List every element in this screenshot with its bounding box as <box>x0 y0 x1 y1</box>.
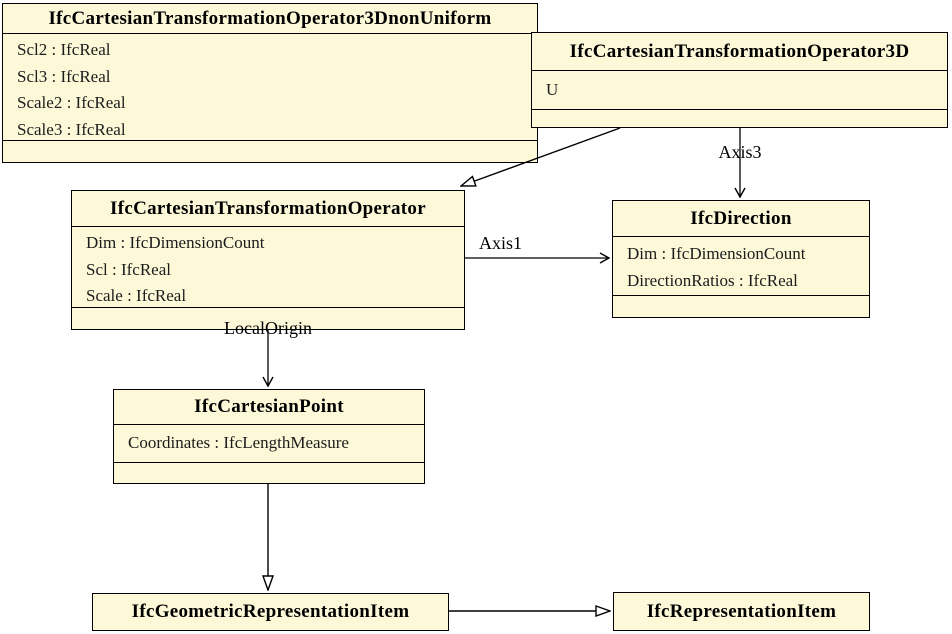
class-box-ifc-geometric-representation-item: IfcGeometricRepresentationItem <box>92 593 449 631</box>
attribute: DirectionRatios : IfcReal <box>627 270 798 290</box>
class-name: IfcCartesianTransformationOperator3D <box>532 33 947 71</box>
edge-label-localorigin: LocalOrigin <box>224 318 312 338</box>
attribute: Scale : IfcReal <box>86 286 187 305</box>
class-name: IfcRepresentationItem <box>646 600 837 622</box>
attributes-compartment: Scl2 : IfcReal Scl3 : IfcReal Scale2 : I… <box>3 34 537 140</box>
attribute: U <box>546 80 559 99</box>
operations-compartment <box>72 307 464 329</box>
operations-compartment <box>613 295 869 317</box>
attributes-compartment: Dim : IfcDimensionCount DirectionRatios … <box>613 237 869 295</box>
operations-compartment <box>3 140 537 162</box>
class-name: IfcDirection <box>613 201 869 237</box>
attribute: Coordinates : IfcLengthMeasure <box>128 433 349 452</box>
attribute: Scl2 : IfcReal <box>17 40 111 59</box>
attribute: Dim : IfcDimensionCount <box>86 233 265 252</box>
operations-compartment <box>532 109 947 127</box>
attribute: Scale2 : IfcReal <box>17 93 126 112</box>
edge-label-axis3: Axis3 <box>718 142 762 162</box>
class-box-ifc-direction: IfcDirection Dim : IfcDimensionCount Dir… <box>612 200 870 318</box>
edge-label-axis1: Axis1 <box>479 233 523 253</box>
class-box-ifc-cartesian-transformation-operator-3d-non-uniform: IfcCartesianTransformationOperator3DnonU… <box>2 3 538 163</box>
class-name: IfcCartesianPoint <box>114 390 424 425</box>
attributes-compartment: U <box>532 71 947 109</box>
class-box-ifc-representation-item: IfcRepresentationItem <box>613 592 870 631</box>
attribute: Scale3 : IfcReal <box>17 119 126 139</box>
class-box-ifc-cartesian-point: IfcCartesianPoint Coordinates : IfcLengt… <box>113 389 425 484</box>
class-name: IfcGeometricRepresentationItem <box>131 601 410 622</box>
operations-compartment <box>114 462 424 483</box>
attribute: Scl3 : IfcReal <box>17 66 111 86</box>
attribute: Scl : IfcReal <box>86 259 171 279</box>
class-box-ifc-cartesian-transformation-operator-3d: IfcCartesianTransformationOperator3D U <box>531 32 948 128</box>
attribute: Dim : IfcDimensionCount <box>627 244 806 263</box>
attributes-compartment: Coordinates : IfcLengthMeasure <box>114 425 424 462</box>
class-name: IfcCartesianTransformationOperator <box>72 191 464 227</box>
attributes-compartment: Dim : IfcDimensionCount Scl : IfcReal Sc… <box>72 227 464 307</box>
class-name: IfcCartesianTransformationOperator3DnonU… <box>3 4 537 34</box>
class-box-ifc-cartesian-transformation-operator: IfcCartesianTransformationOperator Dim :… <box>71 190 465 330</box>
